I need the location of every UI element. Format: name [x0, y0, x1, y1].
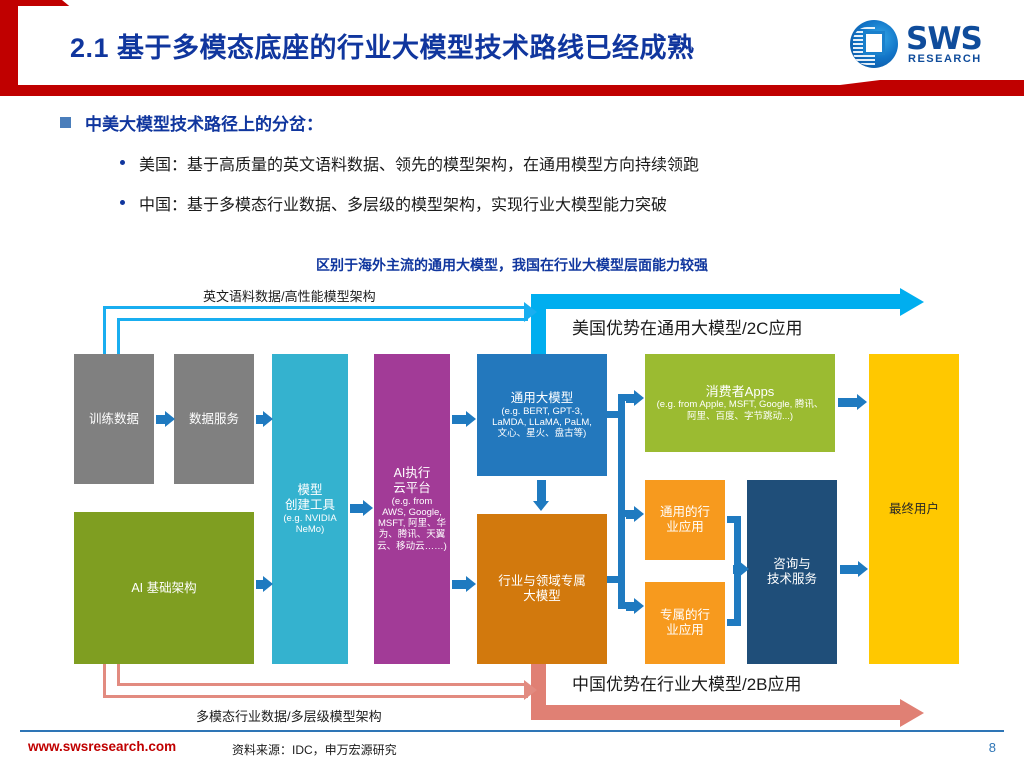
sws-logo: SWS RESEARCH — [850, 18, 1000, 72]
footer-divider — [20, 730, 1004, 732]
architecture-diagram: 美国优势在通用大模型/2C应用 英文语料数据/高性能模型架构 训练数据 数据服务… — [0, 282, 1024, 730]
bullet-level2-label: 中国：基于多模态行业数据、多层级的模型架构，实现行业大模型能力突破 — [139, 197, 668, 214]
square-bullet-icon — [60, 117, 71, 128]
node-end-user: 最终用户 — [869, 354, 959, 664]
arrow-to-consumer-apps — [626, 390, 644, 406]
diagram-caption: 区别于海外主流的通用大模型，我国在行业大模型层面能力较强 — [316, 257, 708, 273]
node-consulting-services: 咨询与 技术服务 — [747, 480, 837, 664]
node-model-creation-tools: 模型 创建工具 (e.g. NVIDIA NeMo) — [272, 354, 348, 664]
connector-industry-llm-out — [607, 576, 621, 583]
arrow-to-consulting — [733, 561, 749, 577]
arrow-consumer-apps-to-end-user — [838, 394, 867, 410]
arrow-training-to-service — [156, 411, 175, 427]
arrow-general-to-industry-llm — [533, 480, 549, 511]
logo-disc-icon — [850, 20, 898, 68]
dot-bullet-icon — [120, 200, 125, 205]
node-data-service: 数据服务 — [174, 354, 254, 484]
footer-website-link[interactable]: www.swsresearch.com — [28, 739, 177, 754]
arrow-cloud-to-industry-llm — [452, 576, 476, 592]
bullet-level2-item: 中国：基于多模态行业数据、多层级的模型架构，实现行业大模型能力突破 — [120, 191, 960, 215]
bullet-level2-label: 美国：基于高质量的英文语料数据、领先的模型架构，在通用模型方向持续领跑 — [139, 157, 700, 174]
node-exclusive-industry-apps: 专属的行 业应用 — [645, 582, 725, 664]
node-ai-cloud-platform: AI执行 云平台 (e.g. from AWS, Google, MSFT, 阿… — [374, 354, 450, 664]
node-general-industry-apps: 通用的行 业应用 — [645, 480, 725, 560]
arrow-to-exclusive-apps — [626, 598, 644, 614]
dot-bullet-icon — [120, 160, 125, 165]
node-consumer-apps: 消费者Apps (e.g. from Apple, MSFT, Google, … — [645, 354, 835, 452]
top-banner-label: 美国优势在通用大模型/2C应用 — [572, 319, 803, 338]
bullet-list: 中美大模型技术路径上的分岔： 美国：基于高质量的英文语料数据、领先的模型架构，在… — [60, 110, 960, 215]
bullet-level1: 中美大模型技术路径上的分岔： — [60, 110, 960, 135]
footer-page-number: 8 — [988, 740, 996, 755]
slide-footer: www.swsresearch.com 资料来源：IDC，申万宏源研究 8 — [0, 730, 1024, 768]
arrow-service-to-tools — [256, 411, 273, 427]
arrow-tools-to-cloud — [350, 500, 373, 516]
header-red-bar — [0, 80, 1024, 96]
slide-header: 2.1 基于多模态底座的行业大模型技术路线已经成熟 SWS RESEARCH — [0, 0, 1024, 96]
bullet-level2-item: 美国：基于高质量的英文语料数据、领先的模型架构，在通用模型方向持续领跑 — [120, 151, 960, 175]
arrow-infra-to-tools — [256, 576, 273, 592]
arrow-consulting-to-end-user — [840, 561, 868, 577]
node-ai-infra: AI 基础架构 — [74, 512, 254, 664]
logo-wordmark: SWS — [906, 21, 983, 57]
arrow-to-general-apps — [626, 506, 644, 522]
node-industry-llm: 行业与领域专属 大模型 — [477, 514, 607, 664]
node-training-data: 训练数据 — [74, 354, 154, 484]
arrow-cloud-to-general-llm — [452, 411, 476, 427]
bottom-banner-label: 中国优势在行业大模型/2B应用 — [572, 675, 802, 694]
logo-stripes-icon — [853, 27, 875, 65]
top-feedback-label: 英文语料数据/高性能模型架构 — [203, 289, 376, 304]
bottom-feedback-label: 多模态行业数据/多层级模型架构 — [196, 709, 382, 724]
page-title: 2.1 基于多模态底座的行业大模型技术路线已经成熟 — [70, 33, 695, 63]
node-general-llm: 通用大模型 (e.g. BERT, GPT-3, LaMDA, LLaMA, P… — [477, 354, 607, 476]
footer-source-note: 资料来源：IDC，申万宏源研究 — [232, 743, 397, 757]
bullet-level1-label: 中美大模型技术路径上的分岔： — [85, 115, 323, 134]
logo-subtext: RESEARCH — [908, 53, 982, 65]
